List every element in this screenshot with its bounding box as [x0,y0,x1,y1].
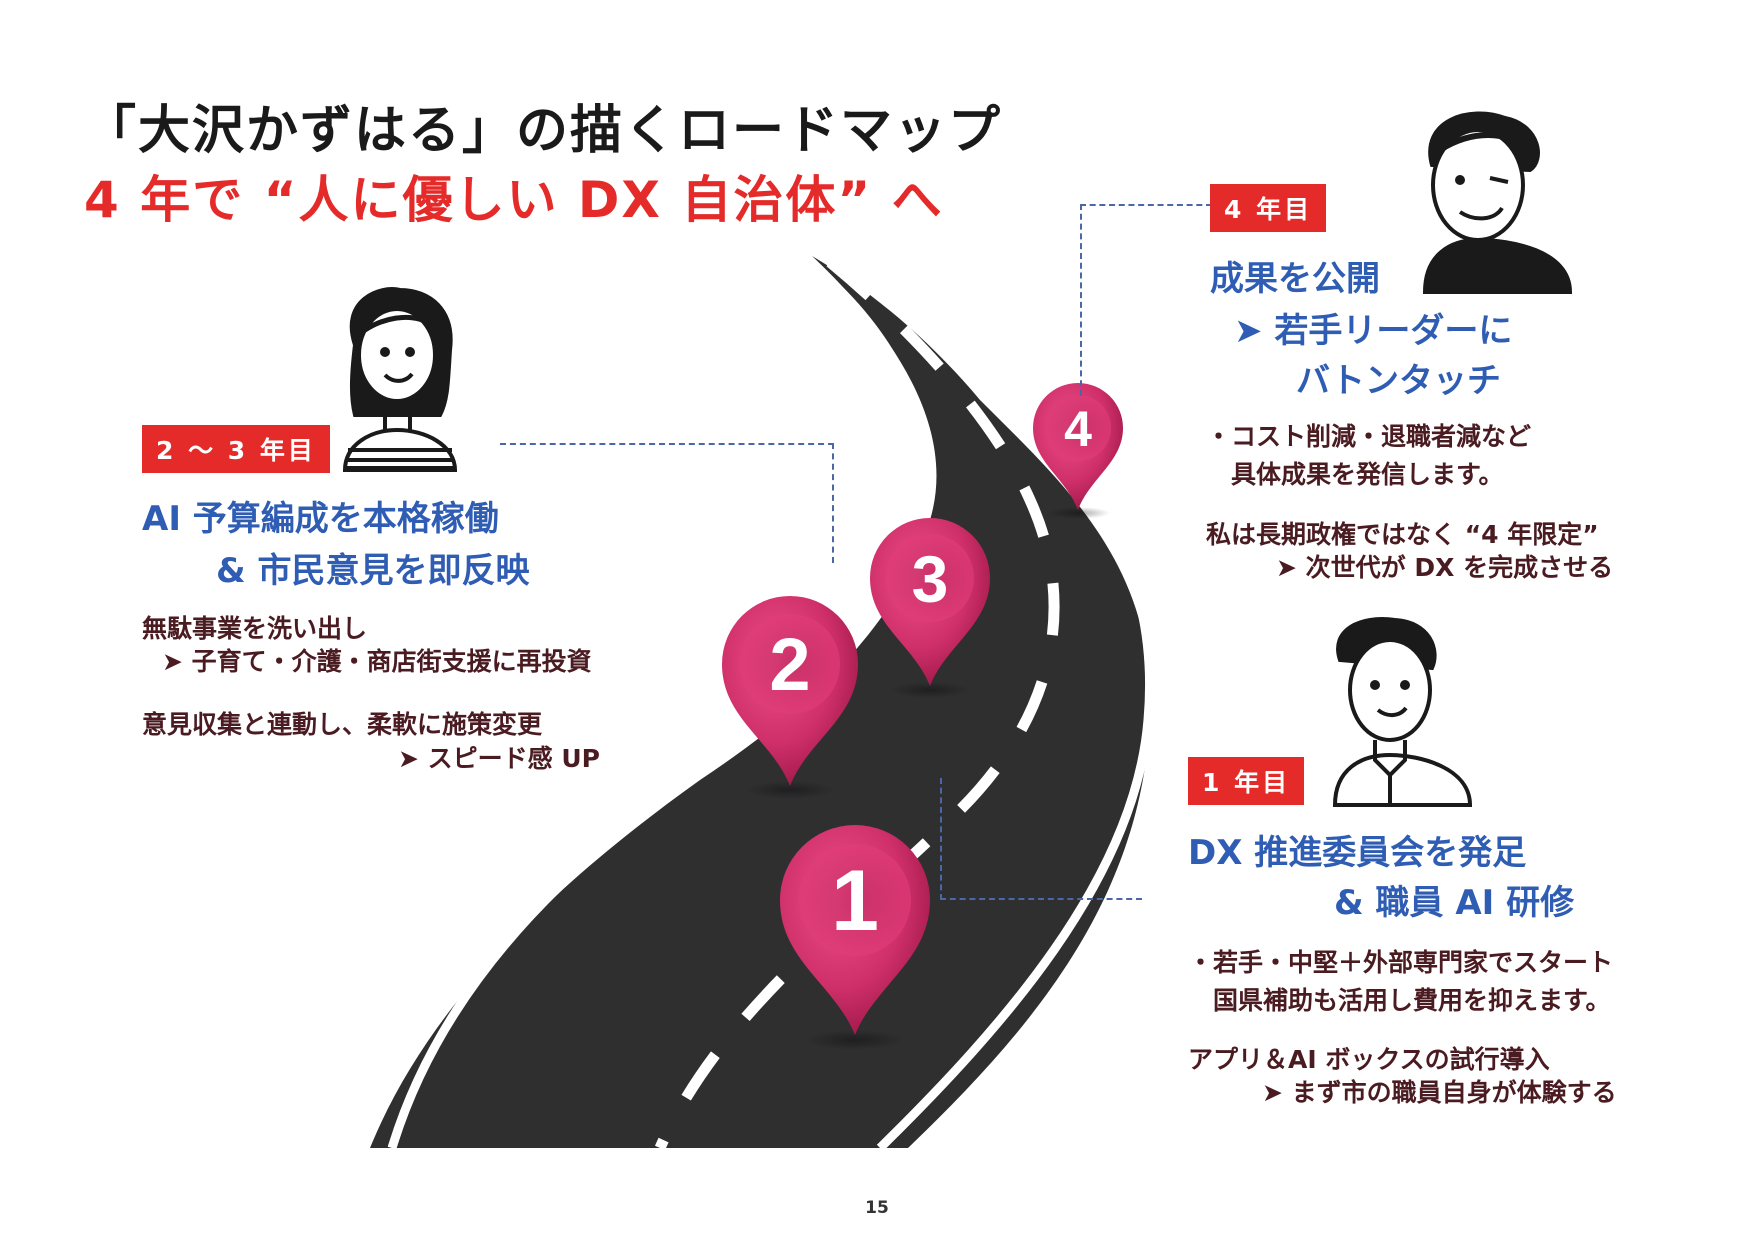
pin-4: 4 [1033,383,1123,519]
arrow-icon: ➤ [162,647,183,676]
year23-body-4: ➤ スピード感 UP [398,744,600,773]
page-subtitle: 4 年で “人に優しい DX 自治体” へ [84,171,944,229]
pin-2-label: 2 [769,623,810,706]
year4-heading-1: 成果を公開 [1210,259,1380,299]
arrow-icon: ➤ [1262,1078,1283,1107]
year1-body-1: ・若手・中堅＋外部専門家でスタート [1188,948,1614,977]
pin-2: 2 [722,596,858,799]
year23-body-1: 無駄事業を洗い出し [142,614,368,643]
pin-1-label: 1 [831,853,879,949]
badge-year23: 2 ～ 3 年目 [142,425,330,473]
year4-body-1: ・コスト削減・退職者減など [1206,422,1532,451]
year4-body-3: 私は長期政権ではなく “4 年限定” [1206,520,1599,549]
page-title: 「大沢かずはる」の描くロードマップ [84,101,1003,161]
year23-body-2: ➤ 子育て・介護・商店街支援に再投資 [162,647,592,676]
connector-year23 [500,443,834,563]
pin-3-label: 3 [912,542,949,616]
year23-heading-2: & 市民意見を即反映 [216,551,530,591]
year1-body-3: アプリ＆AI ボックスの試行導入 [1188,1045,1550,1074]
woman-illustration [342,287,458,472]
badge-year1: 1 年目 [1188,757,1305,805]
page-number: 15 [865,1198,889,1218]
year4-body-2: 具体成果を発信します。 [1206,460,1504,489]
arrow-icon: ➤ [398,744,419,773]
year1-body-2: 国県補助も活用し費用を抑えます。 [1188,986,1611,1015]
pin-1: 1 [780,825,930,1050]
badge-year4: 4 年目 [1210,184,1327,232]
connector-year4 [1080,204,1212,396]
year23-heading-1: AI 予算編成を本格稼働 [142,499,499,539]
year1-heading-2: & 職員 AI 研修 [1334,883,1575,923]
man-smiling-illustration [1332,617,1473,807]
year4-body-4: ➤ 次世代が DX を完成させる [1276,553,1614,582]
year1-heading-1: DX 推進委員会を発足 [1188,833,1527,873]
pin-4-label: 4 [1064,401,1092,457]
year23-body-3: 意見収集と連動し、柔軟に施策変更 [142,710,543,739]
man-winking-illustration [1422,111,1573,294]
arrow-icon: ➤ [1276,553,1297,582]
year1-body-4: ➤ まず市の職員自身が体験する [1262,1078,1617,1107]
connector-year1 [940,778,1142,900]
pin-3: 3 [869,517,990,698]
arrow-icon: ➤ [1234,311,1263,351]
year4-heading-3: バトンタッチ [1296,361,1502,401]
year4-heading-2: ➤ 若手リーダーに [1234,306,1512,356]
